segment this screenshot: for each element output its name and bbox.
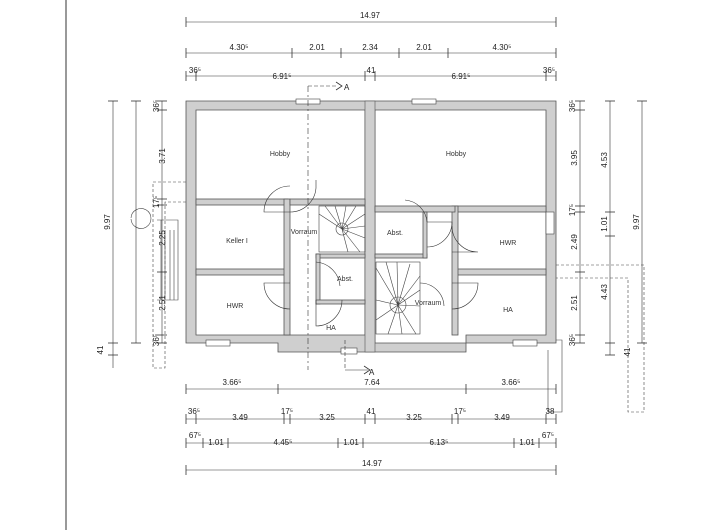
- room-abst-right: Abst.: [387, 230, 403, 237]
- section-marker-bottom: A: [369, 368, 375, 377]
- room-hwr-right: HWR: [500, 240, 517, 247]
- section-line-a: A A: [307, 81, 375, 377]
- right-dimensions: 36⁵ 3.95 17⁵ 2.49 2.51 36⁵ 4.53 1.01 4.4…: [568, 100, 647, 356]
- staircase-left: [318, 205, 366, 253]
- dim-top-r3-0: 36⁵: [189, 66, 201, 75]
- section-marker-top: A: [344, 83, 350, 92]
- dim-right-inner-2: 17⁵: [568, 204, 577, 216]
- dim-right-mid-3: 41: [623, 347, 632, 356]
- dim-bot-r2-1: 3.49: [232, 413, 248, 422]
- dim-bot-r2-8: 38: [546, 407, 555, 416]
- top-dimensions: 14.97 4.30⁵ 2.01 2.34 2.01 4.30⁵ 36⁵ 6.9…: [185, 11, 557, 81]
- dim-right-inner-4: 2.51: [570, 295, 579, 311]
- room-keller: Keller I: [226, 238, 248, 245]
- dim-right-mid-1: 1.01: [600, 216, 609, 232]
- dim-bot-r1-2: 3.66⁵: [502, 378, 521, 387]
- dim-left-inner-2: 17⁵: [152, 196, 161, 208]
- room-ha-right: HA: [503, 307, 513, 314]
- door-swings: [263, 180, 479, 327]
- dim-right-total: 9.97: [632, 214, 641, 230]
- dim-right-mid-0: 4.53: [600, 152, 609, 168]
- dim-bot-r3-6: 67⁵: [542, 431, 554, 440]
- room-hwr-left: HWR: [227, 303, 244, 310]
- room-vorraum-left: Vorraum: [291, 229, 318, 236]
- dim-top-r2-4: 4.30⁵: [493, 43, 512, 52]
- dim-bot-r2-4: 41: [367, 407, 376, 416]
- building-walls: [185, 98, 557, 355]
- dim-bot-r3-0: 67⁵: [189, 431, 201, 440]
- dim-right-inner-1: 3.95: [570, 150, 579, 166]
- dim-bot-r1-0: 3.66⁵: [223, 378, 242, 387]
- dim-top-r2-2: 2.34: [362, 43, 378, 52]
- dim-bot-r1-1: 7.64: [364, 378, 380, 387]
- room-hobby-right: Hobby: [446, 151, 467, 158]
- dim-top-r3-1: 6.91⁵: [273, 72, 292, 81]
- dim-bot-r3-2: 4.45⁵: [274, 438, 293, 447]
- bottom-dimensions: 3.66⁵ 7.64 3.66⁵ 36⁵ 3.49 17⁵ 3.25 41 3.…: [185, 378, 557, 475]
- dim-bot-r2-2: 17⁵: [281, 407, 293, 416]
- dim-left-inner-1: 3.71: [158, 148, 167, 164]
- dim-bot-r2-7: 3.49: [494, 413, 510, 422]
- dim-top-r3-3: 6.91⁵: [452, 72, 471, 81]
- dim-bot-r3-5: 1.01: [519, 438, 535, 447]
- left-dimensions: 36⁵ 3.71 17⁵ 2.25 2.51 36⁵ 9.97 41: [96, 100, 167, 368]
- dim-bot-r3-4: 6.13⁵: [430, 438, 449, 447]
- dim-bot-r3-3: 1.01: [343, 438, 359, 447]
- room-labels: Hobby Hobby Keller I Vorraum Abst. HWR H…: [226, 151, 516, 332]
- dim-top-r3-2: 41: [367, 66, 376, 75]
- dim-bot-r2-3: 3.25: [319, 413, 335, 422]
- dim-bot-r2-0: 36⁵: [188, 407, 200, 416]
- dim-left-total: 9.97: [103, 214, 112, 230]
- dim-left-inner-3: 2.25: [158, 230, 167, 246]
- dim-left-inner-0: 36⁵: [152, 100, 161, 112]
- dim-bot-r2-6: 17⁵: [454, 407, 466, 416]
- dim-bot-total: 14.97: [362, 459, 383, 468]
- room-abst-left: Abst.: [337, 276, 353, 283]
- dim-left-mid: 41: [96, 345, 105, 354]
- dim-right-inner-5: 36⁵: [568, 334, 577, 346]
- room-vorraum-right: Vorraum: [415, 300, 442, 307]
- dim-top-r2-3: 2.01: [416, 43, 432, 52]
- dim-top-r3-4: 36⁵: [543, 66, 555, 75]
- room-hobby-left: Hobby: [270, 151, 291, 158]
- outside-elements: [130, 181, 645, 413]
- dim-right-inner-0: 36⁵: [568, 100, 577, 112]
- dim-top-total: 14.97: [360, 11, 381, 20]
- room-ha-left: HA: [326, 325, 336, 332]
- dim-right-mid-2: 4.43: [600, 284, 609, 300]
- dim-top-r2-0: 4.30⁵: [230, 43, 249, 52]
- dim-left-inner-5: 36⁵: [152, 334, 161, 346]
- dim-left-inner-4: 2.51: [158, 295, 167, 311]
- staircase-right: [375, 261, 421, 335]
- dim-bot-r3-1: 1.01: [208, 438, 224, 447]
- dim-bot-r2-5: 3.25: [406, 413, 422, 422]
- dim-right-inner-3: 2.49: [570, 234, 579, 250]
- dim-top-r2-1: 2.01: [309, 43, 325, 52]
